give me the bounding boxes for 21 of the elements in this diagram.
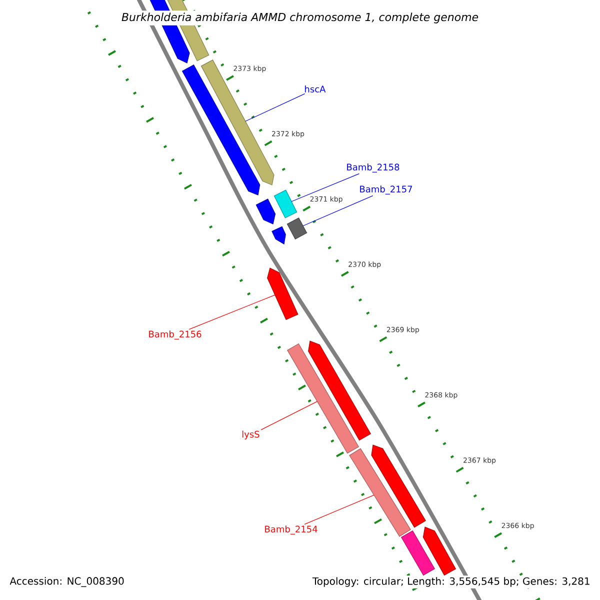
gene-block xyxy=(349,448,411,537)
gene-block xyxy=(371,444,426,528)
leader-line xyxy=(188,294,276,330)
gene-label: hscA xyxy=(305,86,326,92)
gene-label: Bamb_2156 xyxy=(149,330,202,340)
gene-label: Bamb_2154 xyxy=(265,526,318,534)
leader-line xyxy=(304,494,374,525)
footer-text: Topology: circular; Length: 3,556,545 bp; Genes: 3,281 xyxy=(310,576,592,588)
leader-line xyxy=(302,195,374,226)
gene-label: Bamb_2158 xyxy=(347,164,400,172)
gene-block xyxy=(286,218,308,240)
gene-block xyxy=(274,190,298,218)
leader-line xyxy=(260,401,318,430)
gene-block xyxy=(272,226,286,244)
title: Burkholderia ambifaria AMMD chromosome 1, complete genome xyxy=(119,10,481,26)
gene-block xyxy=(256,198,276,224)
footer-text: Accession: NC_008390 xyxy=(8,576,126,588)
gene-label: lysS xyxy=(242,430,260,440)
gene-label: Bamb_2157 xyxy=(360,186,412,194)
leader-line xyxy=(291,173,360,202)
leader-line xyxy=(245,93,306,122)
